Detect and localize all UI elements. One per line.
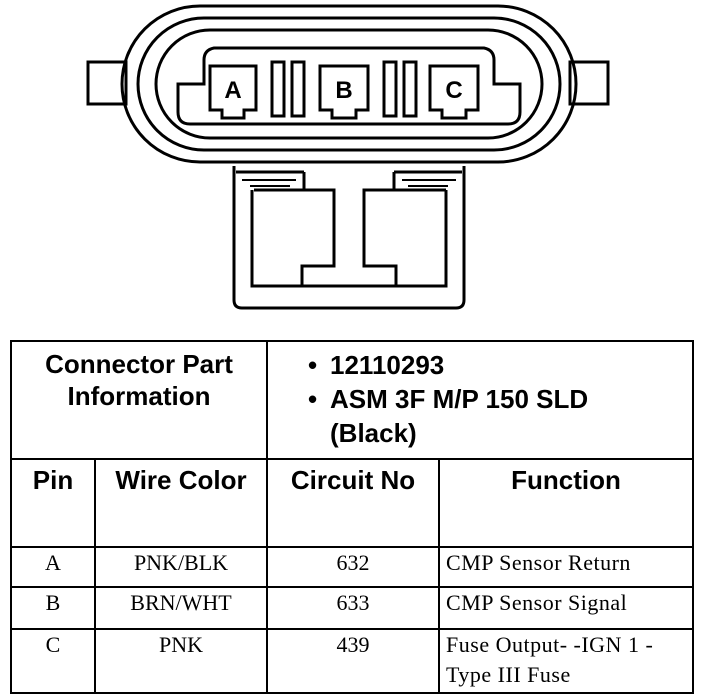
connector-inner-shell: [136, 16, 562, 152]
part-color: (Black): [330, 418, 417, 448]
table-row: C PNK 439 Fuse Output- -IGN 1 - Type III…: [10, 628, 695, 694]
pin-b-terminal: [318, 64, 370, 120]
cell-circuit-no: 632: [266, 546, 441, 588]
pin-c-terminal: [428, 64, 480, 120]
part-info-row: Connector Part Information •12110293 •AS…: [9, 340, 695, 460]
separator-ab-left: [270, 60, 286, 118]
cell-wire-color: PNK/BLK: [93, 546, 269, 588]
terminal-cavity: [176, 46, 522, 126]
cell-wire-color: PNK: [93, 628, 269, 694]
separator-bc-right: [402, 60, 418, 118]
pin-label-b: B: [335, 77, 352, 104]
header-wire-color: Wire Color: [93, 458, 269, 548]
header-pin: Pin: [10, 458, 96, 548]
pin-a-terminal: [208, 64, 258, 120]
table-row: A PNK/BLK 632 CMP Sensor Return: [10, 546, 695, 588]
part-number: •12110293: [308, 350, 445, 380]
cell-circuit-no: 439: [266, 628, 441, 694]
cell-circuit-no: 633: [266, 586, 441, 630]
left-tab: [86, 60, 128, 106]
separator-bc-left: [382, 60, 398, 118]
cell-function: CMP Sensor Return: [438, 546, 695, 588]
part-description: •ASM 3F M/P 150 SLD: [308, 384, 589, 414]
right-tab: [568, 60, 610, 106]
connector-outer-shell: [120, 4, 578, 164]
connector-diagram: A B C: [86, 4, 610, 310]
connector-seal: [154, 28, 544, 140]
cell-pin: A: [10, 546, 96, 588]
part-info-label: Connector Part Information: [9, 340, 269, 460]
pin-label-c: C: [445, 77, 462, 104]
column-header-row: Pin Wire Color Circuit No Function: [10, 458, 695, 548]
latch-top: [236, 170, 462, 190]
pin-label-a: A: [224, 77, 241, 104]
header-function: Function: [438, 458, 695, 548]
separator-ab-right: [290, 60, 306, 118]
table-row: B BRN/WHT 633 CMP Sensor Signal: [10, 586, 695, 630]
cell-function: CMP Sensor Signal: [438, 586, 695, 630]
cell-pin: B: [10, 586, 96, 630]
connector-info-table: Connector Part Information •12110293 •AS…: [9, 340, 695, 694]
bottom-housing: [232, 166, 466, 310]
cell-function: Fuse Output- -IGN 1 - Type III Fuse: [438, 628, 695, 694]
cell-wire-color: BRN/WHT: [93, 586, 269, 630]
part-info-values: •12110293 •ASM 3F M/P 150 SLD (Black): [266, 340, 695, 460]
bottom-housing-inner: [250, 190, 448, 288]
cell-pin: C: [10, 628, 96, 694]
header-circuit-no: Circuit No: [266, 458, 441, 548]
latch: [254, 188, 446, 286]
